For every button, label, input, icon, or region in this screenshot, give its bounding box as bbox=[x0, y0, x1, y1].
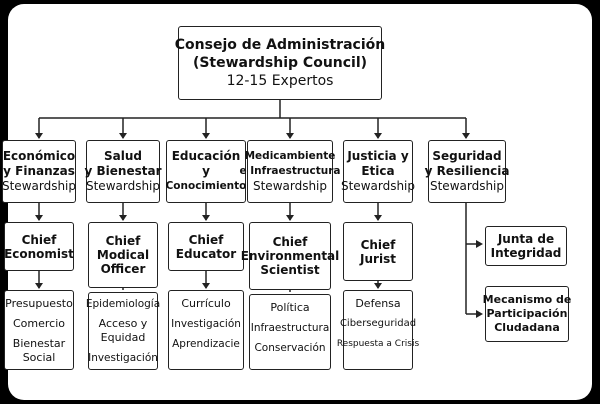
list-item: Aprendizacie bbox=[172, 338, 240, 350]
chief-label-line1: Chief bbox=[272, 235, 308, 249]
list-item: Currículo bbox=[181, 297, 231, 310]
chief-jurist-box: Chief Jurist bbox=[343, 222, 413, 281]
category-title-line2: y bbox=[202, 164, 210, 178]
list-item: Comercio bbox=[12, 317, 65, 330]
health-items-box: Epidemiología Acceso y Equidad Investiga… bbox=[85, 292, 161, 370]
category-title-line2: y Finanzas bbox=[3, 164, 75, 178]
education-items-box: Currículo Investigación Aprendizacie bbox=[168, 290, 244, 370]
citizen-participation-line3: Cludadana bbox=[494, 321, 560, 334]
justice-items-box: Defensa Ciberseguridad Respuesta a Crisi… bbox=[337, 290, 419, 370]
list-item: Respuesta a Crisis bbox=[336, 339, 420, 349]
category-title-line1: Salud bbox=[104, 149, 142, 163]
category-environment-box: Medicambiente e Infraestructura Stewards… bbox=[239, 140, 341, 203]
list-item: Investigación bbox=[171, 318, 241, 330]
chief-medical-officer-box: Chief Modical Officer bbox=[88, 222, 158, 288]
chief-educator-box: Chief Educator bbox=[168, 222, 244, 271]
integrity-board-line1: Junta de bbox=[497, 232, 555, 246]
council-members-note: 12-15 Expertos bbox=[226, 73, 334, 89]
list-item: Investigación bbox=[88, 352, 158, 364]
category-title-line1: Medicambiente bbox=[244, 150, 336, 162]
list-item: Equidad bbox=[100, 331, 146, 344]
category-health-box: Salud y Bienestar Stewardship bbox=[84, 140, 162, 203]
category-economic-box: Económico y Finanzas Stewardship bbox=[2, 140, 76, 203]
category-subtitle: Stewardship bbox=[1, 179, 77, 193]
list-item: Defensa bbox=[355, 297, 401, 310]
chief-label-line3: Officer bbox=[100, 262, 146, 276]
list-item: Ciberseguridad bbox=[339, 318, 417, 329]
category-subtitle: Stewardship bbox=[252, 179, 328, 193]
citizen-participation-box: Mecanismo de Participación Cludadana bbox=[482, 286, 572, 342]
category-security-box: Seguridad y Resiliencia Stewardship bbox=[425, 140, 509, 203]
chief-label-line2: Educator bbox=[175, 246, 237, 261]
category-justice-box: Justicia y Etica Stewardship bbox=[340, 140, 416, 203]
list-item: Política bbox=[270, 301, 310, 314]
integrity-board-line2: Integridad bbox=[490, 246, 562, 260]
category-title-line1: Seguridad bbox=[432, 149, 502, 163]
category-title-line2: e Infraestructura bbox=[239, 165, 341, 177]
chief-label-line1: Chief bbox=[188, 232, 224, 247]
list-item: Infraestructura bbox=[250, 322, 330, 334]
chief-label-line2: Environmental bbox=[240, 249, 340, 263]
list-item: Presupuesto bbox=[5, 297, 73, 310]
category-subtitle: Conocimiento bbox=[165, 180, 247, 192]
council-root-box: Consejo de Administración (Stewardship C… bbox=[174, 26, 386, 100]
category-title-line2: y Bienestar bbox=[84, 164, 162, 178]
chief-label-line2: Jurist bbox=[360, 251, 396, 266]
category-subtitle: Stewardship bbox=[429, 179, 505, 193]
citizen-participation-line2: Participación bbox=[486, 307, 568, 320]
category-subtitle: Stewardship bbox=[85, 179, 161, 193]
chief-label-line2: Economist bbox=[4, 246, 74, 261]
category-subtitle: Stewardship bbox=[340, 179, 416, 193]
chief-label-line2: Modical bbox=[96, 248, 150, 262]
council-title: Consejo de Administración bbox=[174, 37, 386, 53]
chief-label-line1: Chief bbox=[360, 237, 396, 252]
council-subtitle: (Stewardship Council) bbox=[192, 55, 368, 71]
list-item: Conservación bbox=[254, 342, 326, 354]
category-title-line1: Educación bbox=[171, 149, 241, 163]
category-title-line1: Económico bbox=[2, 149, 76, 163]
environment-items-box: Política Infraestructura Conservación bbox=[249, 294, 331, 370]
chief-label-line3: Scientist bbox=[260, 263, 320, 277]
category-title-line1: Justicia y bbox=[347, 149, 409, 163]
list-item: Bienestar bbox=[12, 337, 66, 350]
category-title-line2: Etica bbox=[361, 164, 395, 178]
list-item: Social bbox=[22, 351, 56, 364]
integrity-board-box: Junta de Integridad bbox=[485, 226, 567, 266]
list-item: Epidemiología bbox=[85, 298, 161, 310]
category-title-line2: y Resiliencia bbox=[424, 164, 510, 178]
economic-items-box: Presupuesto Comercio Bienestar Social bbox=[4, 290, 74, 370]
chief-label-line1: Chief bbox=[21, 232, 57, 247]
citizen-participation-line1: Mecanismo de bbox=[482, 293, 572, 306]
chief-label-line1: Chief bbox=[105, 234, 141, 248]
chief-environmental-scientist-box: Chief Environmental Scientist bbox=[241, 222, 339, 290]
list-item: Acceso y bbox=[98, 317, 148, 330]
chief-economist-box: Chief Economist bbox=[4, 222, 74, 271]
category-education-box: Educación y Conocimiento bbox=[166, 140, 246, 203]
